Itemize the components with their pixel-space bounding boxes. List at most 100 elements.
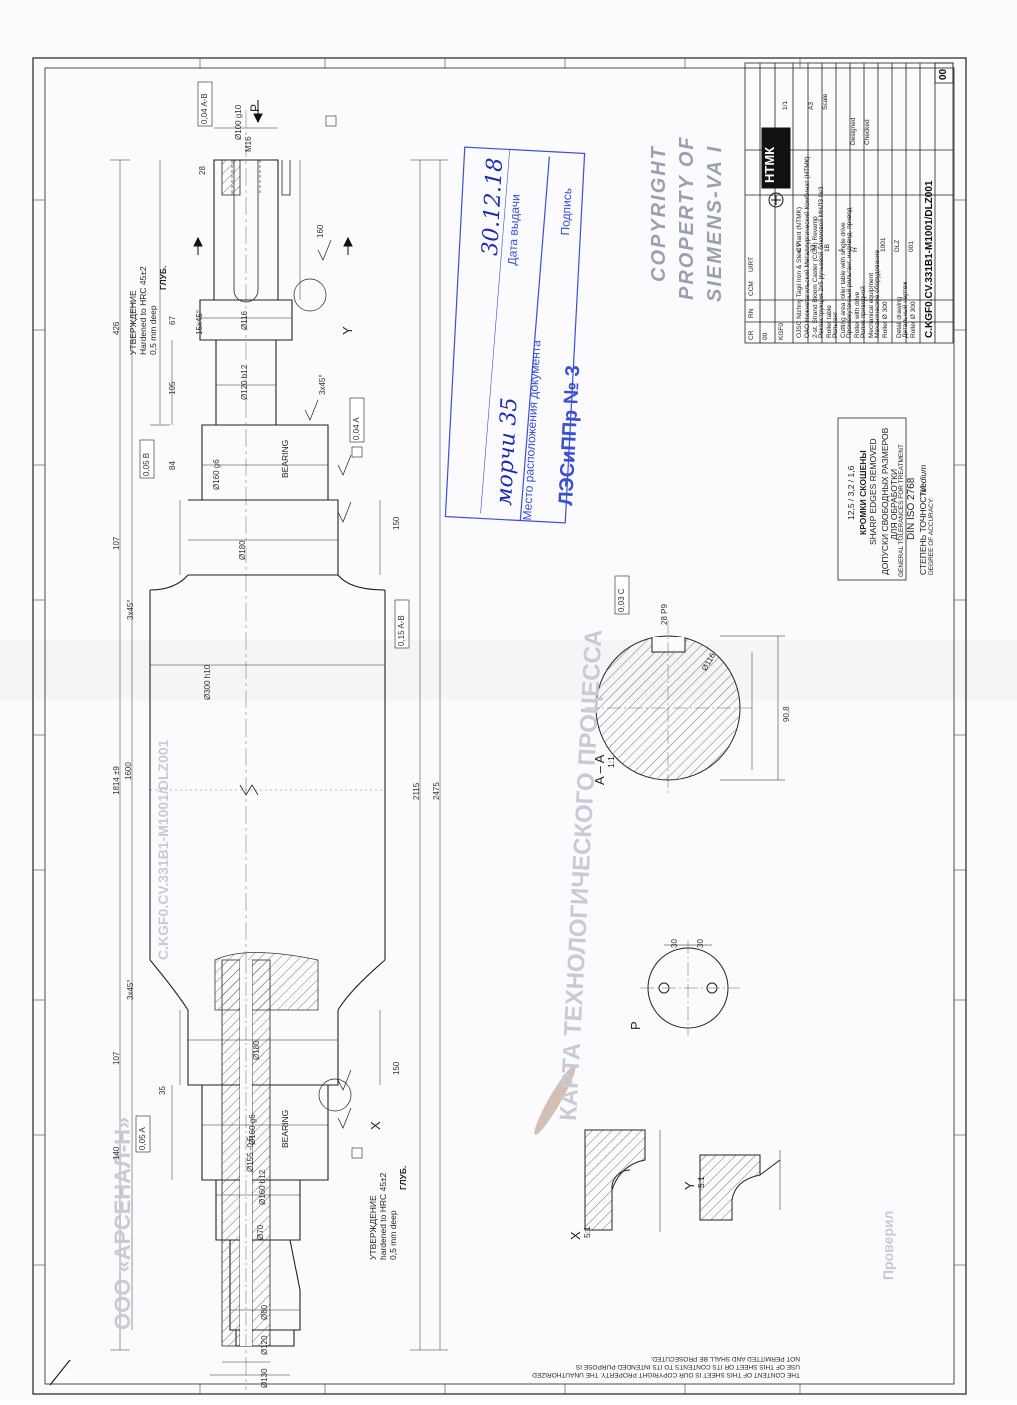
bearing-label-bottom: BEARING — [280, 1109, 290, 1148]
detail-x-drawing — [584, 1129, 661, 1232]
hardened-bottom-en: hardened to HRC 45±2 — [378, 1172, 388, 1260]
section-aa-drawing — [585, 575, 785, 795]
hardened-bottom-depth: 0,5 mm deep — [388, 1210, 398, 1260]
bg-stamp-line4: Проверил — [880, 1210, 896, 1280]
tb-drawing-number: C.KGF0.CV.331B1-M1001/DLZ001 — [924, 180, 935, 338]
tb-code-8: 1B — [824, 244, 831, 252]
ink-smudge — [534, 1065, 576, 1135]
bg-stamp-line3: С.KGF0.CV.331B1-M1001/DLZ001 — [155, 739, 171, 960]
dim-l84: 84 — [168, 461, 177, 470]
tb-part-ru: Рольганг — [832, 311, 839, 338]
dimension-lines — [110, 127, 448, 1376]
dim-key-tol: 0,03 C — [617, 588, 626, 612]
dim-l160: 160 — [316, 224, 325, 238]
dim-d120: Ø120 b12 — [240, 364, 249, 400]
tolerance-frames — [135, 81, 410, 1153]
hardened-top-depth-ru: ГЛУБ. — [158, 265, 168, 290]
dim-key-width: 28 P9 — [660, 604, 669, 625]
roughness-marks — [304, 239, 352, 1129]
tb-code-5: KGF0 — [778, 323, 785, 340]
dim-d180b: Ø180 — [252, 1040, 261, 1060]
tb-scale-label: Scale — [822, 93, 829, 110]
tol-frame-3: 0,05 B — [142, 452, 151, 476]
tolerances-std: DIN ISO 2768 — [906, 477, 917, 540]
stamp-date-value: 30.12.18 — [478, 157, 509, 257]
dim-ch3x45-c: 3x45° — [318, 374, 327, 395]
dim-d160b12: Ø160 b12 — [258, 1169, 267, 1205]
tb-project-ru: Реконструкция 2х5 ручьевой блюмовой МНЛЗ… — [818, 186, 825, 338]
tb-code-13: 001 — [908, 241, 915, 252]
tb-code-0: CR — [748, 330, 755, 340]
dim-l1814: 1814 ±9 — [112, 766, 121, 795]
inner-frame — [44, 67, 955, 1385]
tb-logo-htmk: НТМК — [762, 146, 777, 183]
roughness-symbols: 12,5 / 3,2 / 1,6 — [846, 465, 856, 520]
tb-code-6: CV — [796, 242, 803, 252]
general-notes-frame — [837, 417, 907, 581]
tol-frame-4: 0,15 A-B — [397, 615, 406, 646]
tb-code-11: 1001 — [880, 237, 887, 252]
tol-frame-5: 0,05 A — [138, 1127, 147, 1150]
view-p-label: P — [628, 1021, 643, 1030]
pen-mark — [49, 1359, 71, 1386]
tb-roller-2: Roller Ø 300 — [910, 301, 917, 339]
top-end-detail — [221, 160, 291, 196]
issue-stamp-frame — [444, 146, 586, 524]
disclaimer-line3: NOT PERMITTED AND SHALL BE PROSECUTED. — [650, 1355, 800, 1362]
dim-l150b: 150 — [392, 1061, 401, 1075]
zone-ticks — [33, 58, 966, 1394]
tolerances-en: GENERAL TOLERANCES FOR TREATMENT — [898, 444, 905, 577]
dim-d160: Ø160 g6 — [212, 459, 221, 490]
dim-l67: 67 — [168, 316, 177, 325]
dim-ch3x45-a: 3x45° — [126, 599, 135, 620]
section-aa-scale: 1:1 — [606, 756, 616, 768]
dim-aa-depth: 90,8 — [782, 706, 791, 722]
tb-designed: Designed — [850, 117, 857, 145]
copyright-line1: COPYRIGHT — [648, 145, 670, 282]
dim-l35: 35 — [158, 1086, 167, 1095]
copyright-line2: PROPERTY OF — [676, 135, 698, 300]
dim-d180a: Ø180 — [238, 540, 247, 560]
dim-d116: Ø116 — [240, 311, 249, 330]
edges-note-ru: КРОМКИ СКОШЕНЫ — [858, 450, 868, 535]
tb-title1-ru: Промежуточный рольганг, индивид. привод — [846, 207, 853, 338]
dim-ch3x45-b: 3x45° — [126, 979, 135, 1000]
tb-title3-ru: Механическое оборудование — [874, 250, 881, 338]
outer-frame — [32, 57, 967, 1395]
tol-frame-2: 0,04 A — [352, 417, 361, 440]
accuracy-en: DEGREE OF ACCURACY: — [928, 497, 935, 575]
tb-code-4: 00 — [762, 332, 769, 340]
hardened-bottom-depth-ru: ГЛУБ. — [398, 1165, 408, 1190]
tb-customer-en: OJSC Nizhny Tagil Iron & Steel Plant (NT… — [796, 206, 803, 338]
dim-p-30b: 30 — [696, 939, 705, 948]
view-p-drawing — [640, 940, 740, 1036]
dim-d130: Ø130 — [260, 1368, 269, 1388]
datum-markers — [325, 115, 363, 1159]
dim-d120b: Ø120 — [260, 1335, 269, 1355]
tb-title2-ru: Ролик приводной — [860, 286, 867, 338]
dim-m16: M16 — [244, 136, 253, 152]
htmk-logo — [761, 127, 791, 208]
hardened-top-en: Hardened to HRC 45±2 — [138, 266, 148, 355]
tb-code-9: 1 — [838, 248, 845, 252]
tb-code-12: DLZ — [894, 239, 901, 252]
dim-d155: Ø155 -0,5 — [246, 1136, 255, 1172]
dim-l150a: 150 — [392, 516, 401, 530]
detail-x-marker: X — [368, 1121, 383, 1130]
tb-code-7: 33 — [810, 244, 817, 252]
dim-l426: 426 — [112, 321, 121, 335]
hardened-top-depth: 0,5 mm deep — [148, 305, 158, 355]
tol-frame-1: 0,04 A-B — [200, 93, 209, 124]
paper-shade — [0, 640, 1017, 700]
detail-x-scale: 5:1 — [582, 1226, 592, 1238]
dim-l107b: 107 — [112, 1051, 121, 1065]
hardened-bottom-ru: УТВЕРЖДЕНИЕ — [368, 1195, 378, 1260]
dim-d70: Ø70 — [256, 1224, 265, 1240]
tb-code-2: CCM — [748, 281, 755, 296]
dim-d300: Ø300 h10 — [203, 664, 212, 700]
dim-d100: Ø100 g10 — [234, 104, 243, 140]
bore-section — [214, 952, 319, 1347]
tb-code-1: RN — [748, 308, 755, 318]
dim-d80: Ø80 — [260, 1304, 269, 1320]
